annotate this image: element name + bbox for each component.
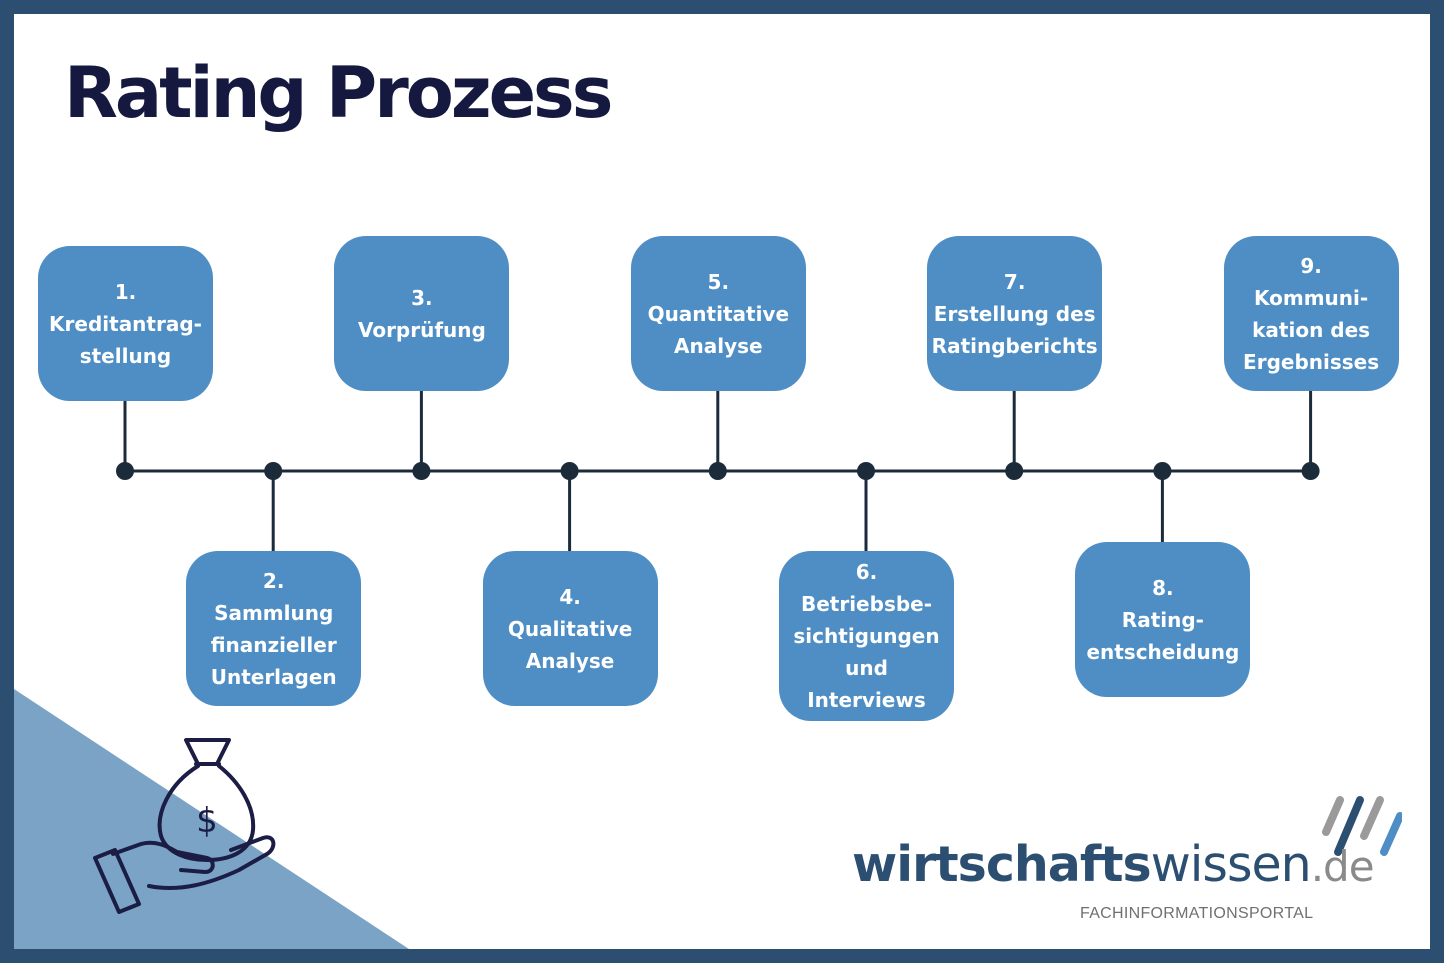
step-label-line: Ratingberichts	[931, 333, 1098, 358]
timeline-dot	[708, 462, 727, 480]
step-box-8: 8. Rating-entscheidung	[1075, 542, 1251, 697]
step-label-line: Interviews	[807, 688, 926, 712]
step-label-line: Analyse	[674, 333, 763, 358]
timeline	[116, 391, 1320, 551]
timeline-dot	[1005, 462, 1024, 480]
step-label-line: Rating-	[1121, 607, 1204, 632]
step-label-line: Betriebsbe-	[800, 592, 933, 616]
step-number: 4.	[559, 584, 581, 609]
logo-wordmark: wirtschaftswissen.de	[852, 836, 1375, 893]
step-label-line: Unterlagen	[210, 664, 337, 689]
step-label-line: finanzieller	[210, 632, 337, 657]
step-label-line: stellung	[79, 343, 172, 368]
page-title: Rating Prozess	[64, 52, 613, 134]
timeline-dot	[560, 462, 579, 480]
step-label-line: kation des	[1252, 317, 1371, 342]
infographic-canvas: Rating Prozess 1. Kreditantrag-stellung 2.…	[14, 14, 1430, 949]
step-label-line: Sammlung	[214, 600, 334, 625]
logo-part-bold: wirtschafts	[852, 836, 1152, 893]
logo-tld: .de	[1310, 842, 1375, 891]
step-label-line: Erstellung des	[933, 301, 1096, 326]
step-number: 7.	[1003, 269, 1026, 294]
svg-text:$: $	[196, 801, 218, 841]
step-number: 5.	[707, 269, 730, 294]
logo-tagline: FACHINFORMATIONSPORTAL	[1080, 905, 1314, 922]
step-label-line: und	[845, 656, 888, 680]
step-label-line: Analyse	[525, 648, 615, 673]
step-number: 9.	[1300, 253, 1322, 278]
step-label-line: Quantitative	[647, 301, 790, 326]
slanted-bars-icon	[1322, 796, 1402, 856]
timeline-dot	[1153, 462, 1172, 480]
hand-holding-money-bag-icon: $	[93, 738, 276, 914]
timeline-dot	[264, 462, 283, 480]
step-label-line: entscheidung	[1086, 639, 1240, 664]
logo-part-light: wissen	[1150, 836, 1312, 893]
step-label-line: Kommuni-	[1253, 285, 1369, 310]
step-box-3: 3. Vorprüfung	[334, 236, 510, 391]
step-number: 6.	[855, 560, 878, 584]
step-label-line: sichtigungen	[793, 624, 940, 648]
step-box-1: 1. Kreditantrag-stellung	[38, 246, 213, 401]
timeline-dot	[857, 462, 875, 480]
step-number: 3.	[411, 285, 433, 310]
brand-logo: wirtschaftswissen.de FACHINFORMATIONSPOR…	[852, 792, 1412, 942]
step-number: 1.	[114, 279, 137, 304]
step-number: 8.	[1152, 575, 1174, 600]
corner-decoration	[14, 689, 409, 949]
step-label-line: Ergebnisses	[1243, 349, 1380, 374]
timeline-dot	[1301, 462, 1320, 480]
timeline-dot	[116, 462, 134, 480]
step-number: 2.	[262, 568, 285, 593]
step-label-line: Qualitative	[507, 616, 633, 641]
timeline-dot	[412, 462, 431, 480]
step-label-line: Vorprüfung	[357, 317, 486, 342]
step-label-line: Kreditantrag-	[49, 311, 202, 336]
